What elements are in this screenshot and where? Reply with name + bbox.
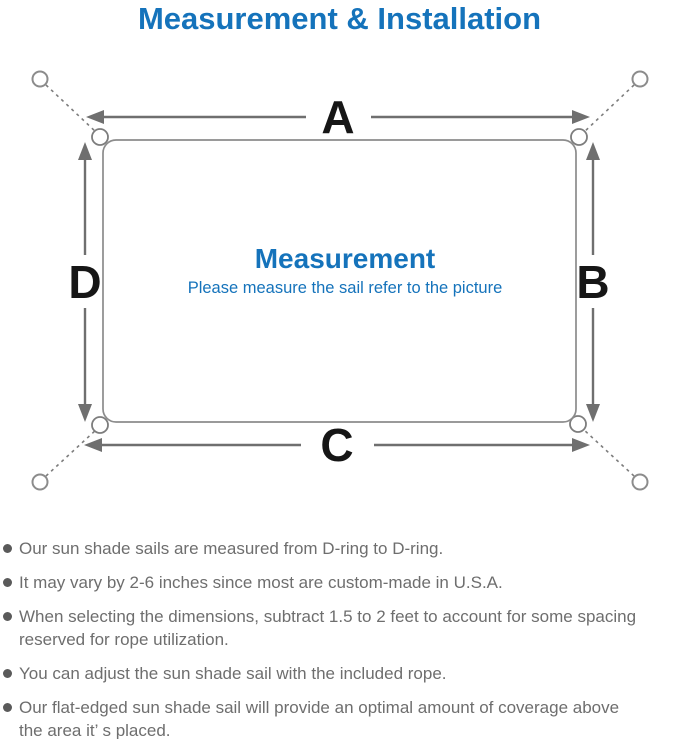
- bullet-dot-icon: [3, 669, 12, 678]
- rope-line-top-right: [582, 84, 635, 134]
- d-ring-bottom-right: [569, 415, 587, 433]
- dimension-arrow-c: C: [84, 419, 590, 471]
- sail-diagram-svg: A C D B Measurement Please meas: [31, 70, 649, 491]
- dimension-arrow-b: B: [576, 142, 610, 422]
- dimension-label-c: C: [320, 419, 353, 471]
- arrow-b-top-head: [586, 142, 600, 160]
- list-item: When selecting the dimensions, subtract …: [0, 605, 679, 651]
- anchor-circle-top-right: [631, 70, 649, 88]
- bullet-dot-icon: [3, 578, 12, 587]
- bullet-text: the area it’ s placed.: [19, 721, 171, 739]
- dimension-arrow-a: A: [86, 91, 590, 143]
- bullet-text: You can adjust the sun shade sail with t…: [19, 664, 447, 683]
- rope-line-bottom-left: [45, 428, 98, 477]
- list-item: You can adjust the sun shade sail with t…: [0, 662, 679, 685]
- bullet-dot-icon: [3, 544, 12, 553]
- arrow-b-bottom-head: [586, 404, 600, 422]
- dimension-label-b: B: [576, 256, 609, 308]
- anchor-circle-top-left: [31, 70, 49, 88]
- arrow-d-top-head: [78, 142, 92, 160]
- arrow-a-right-head: [572, 110, 590, 124]
- dimension-label-d: D: [68, 256, 101, 308]
- arrow-c-left-head: [84, 438, 102, 452]
- rope-dashed-lines: [45, 84, 635, 477]
- bullet-text: It may vary by 2-6 inches since most are…: [19, 573, 503, 592]
- corner-d-rings: [91, 128, 588, 434]
- list-item: It may vary by 2-6 inches since most are…: [0, 571, 679, 594]
- d-ring-top-left: [91, 128, 109, 146]
- arrow-d-bottom-head: [78, 404, 92, 422]
- dimension-label-a: A: [321, 91, 354, 143]
- bullet-dot-icon: [3, 612, 12, 621]
- page-title: Measurement & Installation: [137, 1, 542, 36]
- d-ring-top-right: [570, 128, 588, 146]
- sail-rectangle: [102, 139, 577, 423]
- arrow-c-right-head: [572, 438, 590, 452]
- bullet-text: Our sun shade sails are measured from D-…: [19, 539, 444, 558]
- rope-line-top-left: [45, 84, 98, 134]
- bullet-text: Our flat-edged sun shade sail will provi…: [19, 698, 620, 717]
- anchor-circle-bottom-left: [31, 473, 49, 491]
- bullet-text: reserved for rope utilization.: [19, 630, 229, 649]
- instruction-bullet-list: Our sun shade sails are measured from D-…: [0, 537, 679, 739]
- anchor-points: [31, 70, 649, 491]
- list-item: Our sun shade sails are measured from D-…: [0, 537, 679, 560]
- d-ring-bottom-left: [91, 416, 109, 434]
- diagram-center-title: Measurement: [255, 243, 436, 274]
- measurement-diagram: A C D B Measurement Please meas: [0, 60, 679, 520]
- dimension-arrow-d: D: [68, 142, 102, 422]
- list-item: Our flat-edged sun shade sail will provi…: [0, 696, 679, 739]
- anchor-circle-bottom-right: [631, 473, 649, 491]
- rope-line-bottom-right: [582, 428, 635, 477]
- arrow-a-left-head: [86, 110, 104, 124]
- diagram-center-subtitle: Please measure the sail refer to the pic…: [188, 279, 503, 297]
- bullet-text: When selecting the dimensions, subtract …: [19, 607, 637, 626]
- bullet-dot-icon: [3, 703, 12, 712]
